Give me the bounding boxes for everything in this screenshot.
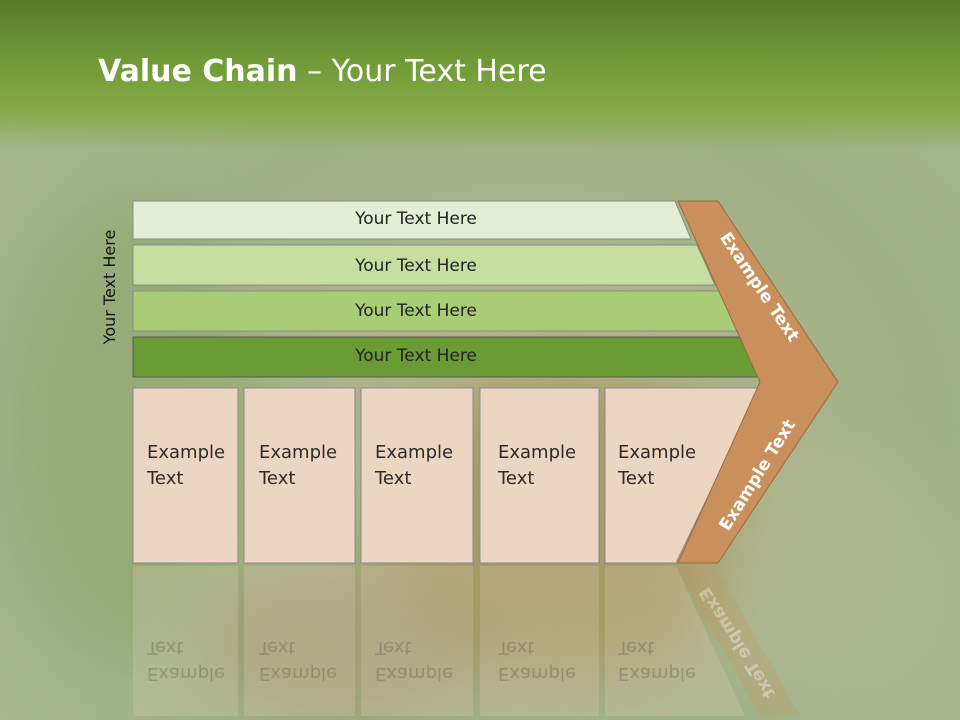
row-label-2: Your Text Here [355, 256, 477, 276]
reflection-cell [480, 566, 599, 716]
row-label-4: Your Text Here [355, 346, 477, 366]
cell-reflection-label: Example Text [618, 634, 696, 686]
cell-label-line2: Text [375, 468, 412, 489]
activity-cell-4 [479, 387, 600, 564]
reflection-line1: Example [147, 663, 226, 684]
cell-label-line1: Example [375, 442, 454, 463]
reflection-line1: Example [498, 663, 577, 684]
cell-label-line1: Example [618, 442, 697, 463]
cell-label-line2: Text [147, 468, 184, 489]
cell-label-line2: Text [259, 468, 296, 489]
reflection-chevron [676, 566, 800, 716]
activity-cell-1 [132, 387, 239, 564]
cell-reflection-label: Example Text [259, 634, 337, 686]
title-rest: – Your Text Here [297, 54, 547, 89]
reflection-line2: Text [259, 637, 296, 658]
cell-label-line2: Text [498, 468, 535, 489]
reflection-line2: Text [498, 637, 535, 658]
slide-title: Value Chain – Your Text Here [98, 54, 547, 89]
reflection-line1: Example [618, 663, 697, 684]
reflection-line1: Example [259, 663, 338, 684]
value-row-2 [132, 244, 716, 286]
row-label-3: Your Text Here [355, 301, 477, 321]
reflection-cell [244, 566, 355, 716]
header-band [0, 0, 960, 150]
background-blob [200, 560, 500, 720]
reflection-line1: Example [375, 663, 454, 684]
cell-reflection-label: Example Text [147, 634, 225, 686]
reflection-cell [605, 566, 745, 716]
cell-label-line1: Example [259, 442, 338, 463]
activity-cell-2 [243, 387, 356, 564]
margin-chevron [677, 200, 839, 564]
activity-cell-3 [360, 387, 474, 564]
activity-cell-5 [604, 387, 761, 564]
reflection-line2: Text [375, 637, 412, 658]
cells-reflection [133, 566, 800, 716]
value-row-1 [132, 200, 692, 240]
row-label-1: Your Text Here [355, 209, 477, 229]
cell-reflection-label: Example Text [375, 634, 453, 686]
cell-reflection-label: Example Text [498, 634, 576, 686]
cell-label-line1: Example [147, 442, 226, 463]
reflection-line2: Text [618, 637, 655, 658]
reflection-line2: Text [147, 637, 184, 658]
reflection-cell [133, 566, 238, 716]
reflection-cell [361, 566, 473, 716]
cell-label-line1: Example [498, 442, 577, 463]
title-bold: Value Chain [98, 54, 298, 89]
cell-label-line2: Text [618, 468, 655, 489]
